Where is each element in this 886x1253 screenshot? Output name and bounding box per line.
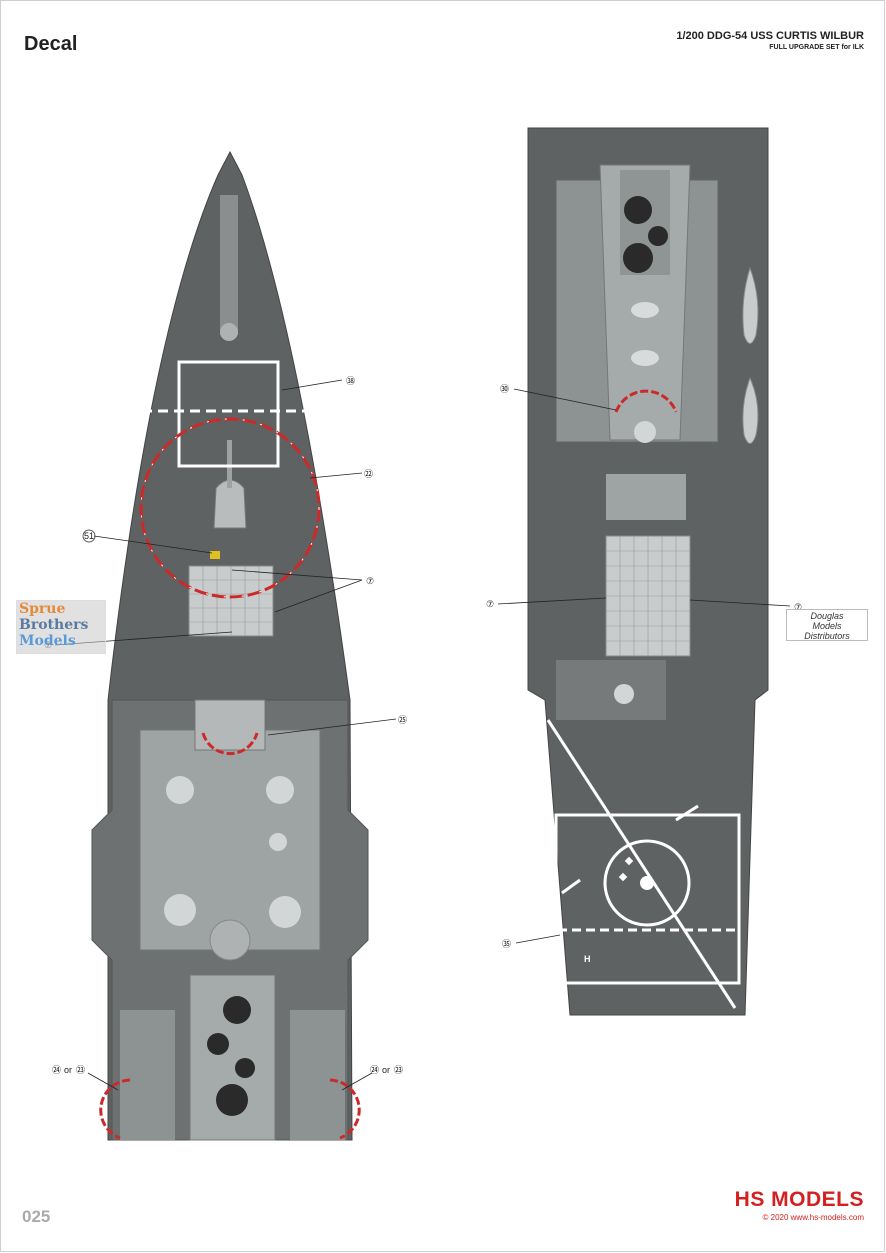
aft-dish-1	[631, 302, 659, 318]
page-title: Decal	[24, 33, 78, 55]
page-number: 025	[22, 1207, 51, 1226]
decal-35-mark-1	[624, 856, 634, 866]
callout-7d: ⑦	[794, 602, 802, 612]
anchor-chain	[220, 195, 238, 335]
callout-23a: ㉓	[76, 1065, 85, 1075]
decal-35-center	[640, 876, 654, 890]
model-header: 1/200 DDG-54 USS CURTIS WILBUR FULL UPGR…	[676, 30, 864, 51]
bridge-top	[194, 699, 266, 751]
aft-funnel-1	[624, 196, 652, 224]
leader-lines-right	[497, 388, 791, 944]
decal-38-box	[177, 360, 280, 468]
callout-24b: ㉔	[370, 1065, 379, 1075]
callout-24a: ㉔	[52, 1065, 61, 1075]
watermark-models: Models	[19, 633, 76, 649]
funnel-1	[223, 996, 251, 1024]
aft-small-dome	[614, 684, 634, 704]
watermark-brothers: Brothers	[19, 617, 89, 633]
callout-38: ㊳	[346, 376, 355, 386]
decal-35-circle	[603, 839, 691, 927]
copyright: © 2020 www.hs-models.com	[762, 1213, 865, 1222]
model-subtitle: FULL UPGRADE SET for ILK	[769, 44, 864, 51]
callout-25: ㉕	[398, 715, 407, 725]
sprue-brothers-watermark: Sprue Brothers Models	[16, 600, 106, 654]
torpedo-tubes	[606, 474, 686, 520]
aft-dome	[634, 421, 656, 443]
decal-24-arc-left	[99, 1078, 131, 1140]
gun-barrel	[227, 440, 232, 488]
main-gun-turret	[213, 479, 247, 529]
decal-35-box	[554, 813, 741, 985]
decal-51-hazard	[210, 551, 220, 559]
funnel-3	[216, 1084, 248, 1116]
decal-25-arc	[201, 732, 259, 756]
brand-name: HS MODELS	[734, 1188, 864, 1211]
decal-24-arc-right	[329, 1078, 361, 1140]
callout-30: ㉚	[500, 384, 509, 394]
bow-hull-view	[54, 150, 397, 1141]
mast-base	[209, 919, 251, 961]
callout-7a: ⑦	[366, 576, 374, 586]
funnel-2	[207, 1033, 229, 1055]
decal-22-ring-inner	[140, 418, 320, 598]
dome-4	[269, 896, 301, 928]
helipad-h-label: H	[584, 954, 591, 964]
callout-7c: ⑦	[486, 599, 494, 609]
callout-or-b: or	[382, 1065, 390, 1075]
aft-dish-2	[631, 350, 659, 366]
decal-35-mark-2	[618, 872, 628, 882]
watermark-sprue: Sprue	[19, 601, 66, 617]
aft-funnel-3	[623, 243, 653, 273]
callout-22: ㉒	[364, 469, 373, 479]
watermark-distributors: Distributors	[804, 631, 850, 641]
callout-or-a: or	[64, 1065, 72, 1075]
watermark-douglas-models: Models	[812, 621, 842, 631]
decal-35-diagonal	[546, 719, 737, 1009]
dome-5	[269, 833, 287, 851]
capstan	[220, 323, 238, 341]
model-name: 1/200 DDG-54 USS CURTIS WILBUR	[676, 30, 864, 42]
hs-models-logo: HS MODELS © 2020 www.hs-models.com	[735, 1188, 864, 1222]
watermark-douglas: Douglas	[810, 611, 844, 621]
callout-labels: ㊳ ㉒ 51 ⑦ ⑦ ㉕ ㉔ or ㉓ ㉔ or ㉓ ㉚ ⑦ ⑦ ㉟	[44, 376, 802, 1075]
callout-23b: ㉓	[394, 1065, 403, 1075]
decal-30-arc	[614, 389, 678, 413]
boat-1	[742, 266, 759, 344]
hangar	[556, 660, 666, 720]
bridge-wing-left	[120, 1010, 175, 1140]
vls-aft-cells	[606, 536, 690, 656]
callout-35: ㉟	[502, 939, 511, 949]
funnel-4	[235, 1058, 255, 1078]
dome-1	[166, 776, 194, 804]
boat-2	[742, 376, 759, 444]
decal-35-tick-1	[675, 804, 699, 822]
callout-51-ring	[82, 529, 96, 543]
dome-2	[266, 776, 294, 804]
douglas-models-watermark: Douglas Models Distributors	[786, 609, 868, 641]
stern-hull-view: H	[497, 127, 791, 1016]
aft-funnel-2	[648, 226, 668, 246]
dome-3	[164, 894, 196, 926]
callout-51: 51	[84, 531, 94, 541]
bridge-wing-right	[290, 1010, 345, 1140]
decal-35-tick-2	[561, 878, 581, 895]
